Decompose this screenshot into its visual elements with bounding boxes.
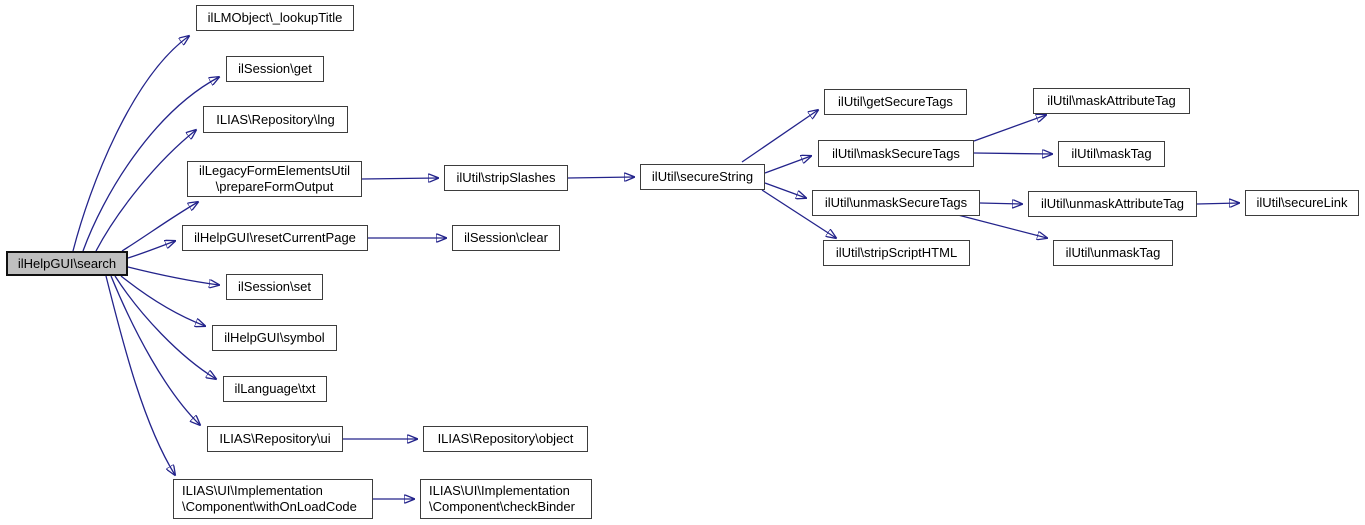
node-label: ilSession\get [238,61,312,76]
node-repo-ui[interactable]: ILIAS\Repository\ui [207,426,343,452]
edge-unmask-secure-tags-to-unmask-attribute-tag [979,203,1022,204]
node-unmask-secure-tags[interactable]: ilUtil\unmaskSecureTags [812,190,980,216]
edge-search-to-symbol [120,275,205,326]
node-label: ilUtil\maskSecureTags [832,145,960,161]
edge-search-to-session-set [127,266,219,285]
node-label: ILIAS\Repository\ui [219,431,331,446]
node-label: ilSession\clear [464,230,548,245]
node-label-line2: \Component\checkBinder [429,499,575,514]
edge-search-to-repo-lng [95,130,196,252]
node-secure-string[interactable]: ilUtil\secureString [640,164,765,190]
node-label: ilHelpGUI\search [17,255,117,271]
node-session-clear[interactable]: ilSession\clear [452,225,560,251]
node-label: ilUtil\secureLink [1256,195,1348,210]
node-with-on-load-code[interactable]: ILIAS\UI\Implementation \Component\withO… [173,479,373,519]
node-label: ilUtil\getSecureTags [838,94,953,109]
edge-unmask-secure-tags-to-unmask-tag [957,214,1047,238]
edge-secure-string-to-unmask-secure-tags [764,182,806,198]
node-lookup-title[interactable]: ilLMObject\_lookupTitle [196,5,354,31]
edge-secure-string-to-mask-secure-tags [764,156,811,174]
edge-mask-secure-tags-to-mask-attribute-tag [973,115,1046,142]
edge-search-to-with-on-load-code [105,275,175,475]
node-label: ilUtil\unmaskAttributeTag [1040,196,1185,211]
node-label: ilLanguage\txt [234,381,316,396]
edge-search-to-reset-current-page [127,241,175,259]
edge-search-to-repo-ui [110,275,200,425]
node-label: ilUtil\stripSlashes [456,170,556,185]
node-label: ilHelpGUI\resetCurrentPage [194,230,356,245]
node-reset-current-page[interactable]: ilHelpGUI\resetCurrentPage [182,225,368,251]
node-session-set[interactable]: ilSession\set [226,274,323,300]
edge-search-to-language-txt [114,275,216,379]
edge-strip-slashes-to-secure-string [567,177,634,178]
node-session-get[interactable]: ilSession\get [226,56,324,82]
node-label: ilUtil\secureString [651,169,754,184]
node-secure-link[interactable]: ilUtil\secureLink [1245,190,1359,216]
node-repo-object[interactable]: ILIAS\Repository\object [423,426,588,452]
node-label: ilUtil\unmaskSecureTags [824,195,968,210]
node-label-line1: ILIAS\UI\Implementation [429,483,570,498]
node-strip-slashes[interactable]: ilUtil\stripSlashes [444,165,568,191]
node-label: ilUtil\unmaskTag [1065,245,1161,260]
edge-unmask-attribute-tag-to-secure-link [1196,203,1239,204]
node-label: ilUtil\maskAttributeTag [1047,93,1176,108]
node-language-txt[interactable]: ilLanguage\txt [223,376,327,402]
node-check-binder[interactable]: ILIAS\UI\Implementation \Component\check… [420,479,592,519]
node-get-secure-tags[interactable]: ilUtil\getSecureTags [824,89,967,115]
node-unmask-attribute-tag[interactable]: ilUtil\unmaskAttributeTag [1028,191,1197,217]
edge-search-to-lookup-title [72,36,189,252]
node-label-line2: \prepareFormOutput [215,179,334,194]
node-label: ilUtil\stripScriptHTML [835,245,958,260]
node-label-line1: ILIAS\UI\Implementation [182,483,323,498]
node-mask-tag[interactable]: ilUtil\maskTag [1058,141,1165,167]
node-label: ilHelpGUI\symbol [224,330,325,345]
node-label: ILIAS\Repository\lng [216,111,335,127]
node-label: ilUtil\maskTag [1071,146,1152,161]
node-label-line2: \Component\withOnLoadCode [182,499,357,514]
edge-mask-secure-tags-to-mask-tag [973,153,1052,154]
node-mask-attribute-tag[interactable]: ilUtil\maskAttributeTag [1033,88,1190,114]
node-label-line1: ilLegacyFormElementsUtil [199,163,350,178]
edge-search-to-session-get [82,77,219,252]
edge-prepare-form-output-to-strip-slashes [361,178,438,179]
edge-secure-string-to-strip-script-html [761,189,836,238]
node-search: ilHelpGUI\search [6,251,128,276]
node-mask-secure-tags[interactable]: ilUtil\maskSecureTags [818,140,974,167]
edge-secure-string-to-get-secure-tags [741,110,818,163]
node-strip-script-html[interactable]: ilUtil\stripScriptHTML [823,240,970,266]
node-label: ilLMObject\_lookupTitle [207,10,343,25]
node-label: ilSession\set [238,279,311,294]
node-unmask-tag[interactable]: ilUtil\unmaskTag [1053,240,1173,266]
node-label: ILIAS\Repository\object [437,431,574,446]
node-prepare-form-output[interactable]: ilLegacyFormElementsUtil \prepareFormOut… [187,161,362,197]
node-repo-lng[interactable]: ILIAS\Repository\lng [203,106,348,133]
node-symbol[interactable]: ilHelpGUI\symbol [212,325,337,351]
edge-search-to-prepare-form-output [121,202,198,252]
